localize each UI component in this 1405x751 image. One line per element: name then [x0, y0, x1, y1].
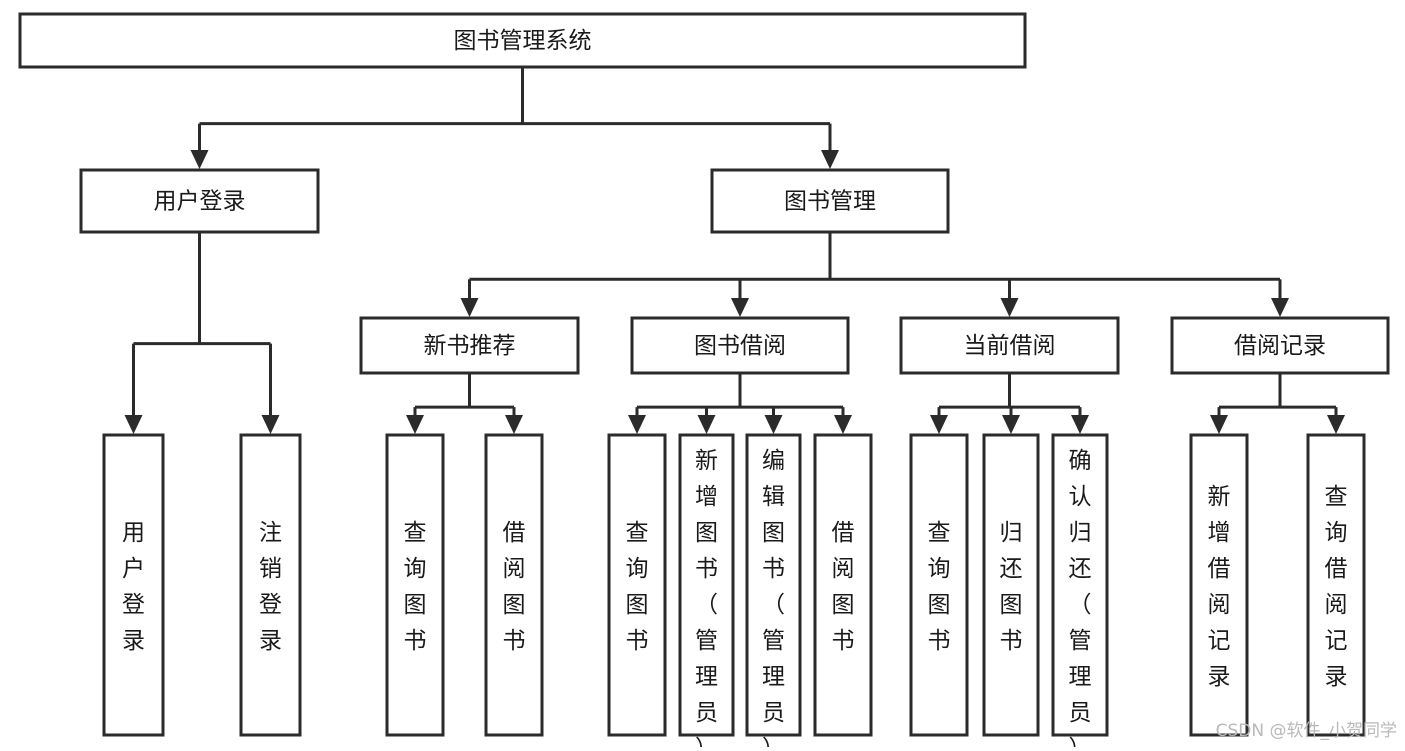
arrow-head-leaf-return-book: [1002, 415, 1020, 434]
arrow-head-leaf-add-borrow-record: [1210, 415, 1228, 434]
node-box-borrow-record[interactable]: [1170, 316, 1390, 375]
connector-group-borrow-record: [1210, 373, 1345, 434]
arrow-head-leaf-confirm-return: [1071, 415, 1089, 434]
arrow-head-current-borrow: [1000, 298, 1019, 317]
node-root[interactable]: 图书管理系统: [18, 12, 1027, 69]
connector-group-book-manage: [460, 232, 1289, 317]
node-leaf-borrow-book[interactable]: 借阅图书: [813, 433, 873, 737]
node-label-leaf-borrow-book-rec: 借阅图书: [503, 520, 526, 654]
connector-group-new-book-rec: [406, 373, 523, 434]
watermark-text: CSDN @软件_小贺同学: [1215, 721, 1397, 741]
arrow-head-borrow-record: [1271, 298, 1289, 317]
node-leaf-confirm-return[interactable]: 确认归还（管理员）: [1051, 433, 1109, 751]
arrow-head-leaf-query-book-borrow: [628, 415, 646, 434]
node-label-leaf-query-borrow-record: 查询借阅记录: [1325, 484, 1348, 690]
arrow-head-user-login: [190, 150, 209, 169]
node-box-book-borrow[interactable]: [630, 316, 850, 375]
node-label-leaf-query-book-cur: 查询图书: [928, 520, 951, 654]
node-box-leaf-confirm-return[interactable]: [1051, 433, 1109, 737]
node-box-leaf-edit-book[interactable]: [745, 433, 802, 737]
node-box-leaf-query-book-rec[interactable]: [385, 433, 445, 737]
node-leaf-add-borrow-record[interactable]: 新增借阅记录: [1189, 433, 1249, 737]
node-label-leaf-query-book-borrow: 查询图书: [626, 520, 649, 654]
node-user-login[interactable]: 用户登录: [79, 168, 320, 234]
node-label-root: 图书管理系统: [454, 28, 592, 54]
node-leaf-add-book[interactable]: 新增图书（管理员）: [678, 433, 735, 751]
node-label-current-borrow: 当前借阅: [964, 333, 1056, 359]
node-label-leaf-borrow-book: 借阅图书: [832, 520, 855, 654]
arrow-head-book-manage: [821, 150, 839, 169]
node-label-leaf-user-logout: 注销登录: [259, 520, 282, 654]
arrow-head-leaf-query-book-cur: [930, 415, 948, 434]
node-box-book-manage[interactable]: [710, 168, 950, 234]
node-leaf-user-logout[interactable]: 注销登录: [239, 433, 302, 737]
node-label-book-manage: 图书管理: [784, 189, 876, 215]
arrow-head-leaf-edit-book: [764, 415, 783, 434]
arrow-head-leaf-user-logout: [261, 415, 280, 434]
node-leaf-query-book-rec[interactable]: 查询图书: [385, 433, 445, 737]
arrow-head-leaf-add-book: [697, 415, 716, 434]
node-leaf-query-book-cur[interactable]: 查询图书: [909, 433, 969, 737]
node-box-leaf-return-book[interactable]: [982, 433, 1040, 737]
node-label-borrow-record: 借阅记录: [1234, 333, 1326, 359]
node-box-leaf-add-borrow-record[interactable]: [1189, 433, 1249, 737]
node-label-new-book-rec: 新书推荐: [424, 333, 516, 359]
node-leaf-query-book-borrow[interactable]: 查询图书: [607, 433, 667, 737]
connector-group-root: [190, 67, 839, 169]
node-current-borrow[interactable]: 当前借阅: [899, 316, 1120, 375]
node-label-leaf-edit-book: 编辑图书（管理员）: [762, 448, 785, 748]
connector-group-book-borrow: [628, 373, 852, 434]
node-book-borrow[interactable]: 图书借阅: [630, 316, 850, 375]
arrow-head-book-borrow: [731, 298, 749, 317]
node-box-current-borrow[interactable]: [899, 316, 1120, 375]
node-box-leaf-query-book-cur[interactable]: [909, 433, 969, 737]
node-box-leaf-add-book[interactable]: [678, 433, 735, 737]
node-box-new-book-rec[interactable]: [359, 316, 580, 375]
node-leaf-return-book[interactable]: 归还图书: [982, 433, 1040, 737]
arrow-head-leaf-borrow-book: [834, 415, 852, 434]
node-box-leaf-user-login[interactable]: [102, 433, 165, 737]
node-label-leaf-user-login: 用户登录: [122, 520, 145, 654]
node-leaf-edit-book[interactable]: 编辑图书（管理员）: [745, 433, 802, 751]
node-label-leaf-return-book: 归还图书: [1000, 520, 1023, 654]
node-label-leaf-add-book: 新增图书（管理员）: [695, 448, 718, 748]
arrow-head-leaf-user-login: [124, 415, 143, 434]
node-label-book-borrow: 图书借阅: [694, 333, 786, 359]
arrow-head-leaf-query-borrow-record: [1327, 415, 1345, 434]
node-book-manage[interactable]: 图书管理: [710, 168, 950, 234]
node-box-leaf-user-logout[interactable]: [239, 433, 302, 737]
node-label-leaf-add-borrow-record: 新增借阅记录: [1208, 484, 1231, 690]
connector-layer: [124, 67, 1345, 434]
node-box-leaf-query-borrow-record[interactable]: [1306, 433, 1366, 737]
node-box-leaf-query-book-borrow[interactable]: [607, 433, 667, 737]
node-new-book-rec[interactable]: 新书推荐: [359, 316, 580, 375]
node-box-user-login[interactable]: [79, 168, 320, 234]
arrow-head-leaf-borrow-book-rec: [505, 415, 523, 434]
node-label-leaf-query-book-rec: 查询图书: [404, 520, 427, 654]
connector-group-user-login: [124, 232, 280, 434]
node-leaf-user-login[interactable]: 用户登录: [102, 433, 165, 737]
node-label-user-login: 用户登录: [154, 189, 246, 215]
arrow-head-new-book-rec: [460, 298, 479, 317]
arrow-head-leaf-query-book-rec: [406, 415, 424, 434]
node-leaf-query-borrow-record[interactable]: 查询借阅记录: [1306, 433, 1366, 737]
node-borrow-record[interactable]: 借阅记录: [1170, 316, 1390, 375]
node-box-root[interactable]: [18, 12, 1027, 69]
node-label-leaf-confirm-return: 确认归还（管理员）: [1069, 448, 1092, 748]
connector-group-current-borrow: [930, 373, 1089, 434]
node-box-leaf-borrow-book-rec[interactable]: [484, 433, 544, 737]
node-leaf-borrow-book-rec[interactable]: 借阅图书: [484, 433, 544, 737]
node-box-leaf-borrow-book[interactable]: [813, 433, 873, 737]
